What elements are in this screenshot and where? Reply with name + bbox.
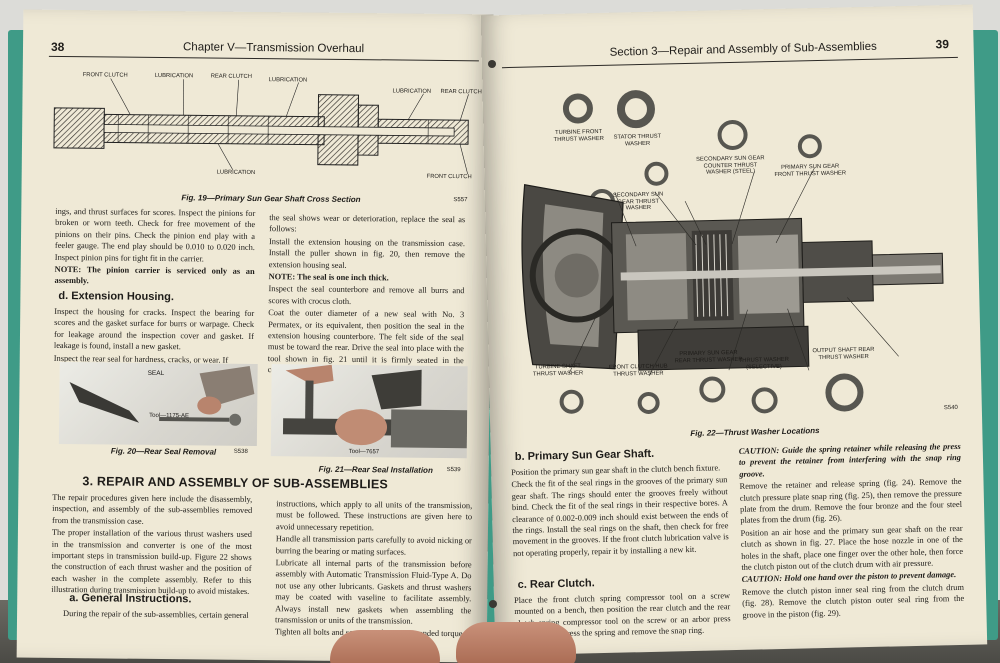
text-column: instructions, which apply to all units o… bbox=[275, 498, 472, 641]
paragraph: the seal shows wear or deterioration, re… bbox=[269, 213, 466, 234]
tool-label: Tool—1175-AE bbox=[149, 412, 190, 420]
running-head: Section 3—Repair and Assembly of Sub-Ass… bbox=[609, 40, 877, 59]
binding-hole bbox=[488, 60, 496, 68]
paragraph: Check the fit of the seal rings in the g… bbox=[511, 475, 729, 558]
washer-label: FRONT CLUTCH HUB THRUST WASHER bbox=[608, 363, 668, 378]
thrust-washer bbox=[825, 373, 864, 412]
text-column: Position the primary sun gear shaft in t… bbox=[511, 462, 729, 560]
section-heading: c. Rear Clutch. bbox=[517, 577, 595, 591]
page-number: 38 bbox=[50, 39, 65, 54]
thrust-washer bbox=[562, 93, 594, 124]
note: NOTE: The pinion carrier is serviced onl… bbox=[54, 264, 255, 286]
paragraph: Lubricate all internal parts of the tran… bbox=[274, 558, 472, 626]
section-heading: a. General Instructions. bbox=[69, 592, 192, 606]
paragraph: The repair procedures given here include… bbox=[52, 492, 253, 526]
paragraph: Inspect the housing for cracks. Inspect … bbox=[53, 306, 255, 352]
paragraph: During the repair of the sub-assemblies,… bbox=[63, 609, 249, 620]
seal-removal-photo bbox=[58, 361, 258, 447]
paragraph: Remove the retainer and release spring (… bbox=[739, 477, 963, 526]
figure-number: S540 bbox=[943, 404, 958, 412]
washer-label: OUTPUT SHAFT REAR THRUST WASHER bbox=[812, 346, 875, 361]
text-column: ings, and thrust surfaces for scores. In… bbox=[54, 206, 256, 290]
seal-label: SEAL bbox=[147, 369, 165, 378]
section-heading: d. Extension Housing. bbox=[58, 289, 174, 304]
caution-note: CAUTION: Guide the spring retainer while… bbox=[738, 441, 962, 479]
tool-label: Tool—7657 bbox=[348, 448, 380, 456]
thrust-washer bbox=[751, 387, 778, 414]
text-column: the seal shows wear or deterioration, re… bbox=[268, 212, 466, 379]
header-rule bbox=[501, 56, 958, 69]
paragraph: Remove the clutch piston inner seal ring… bbox=[741, 582, 965, 620]
figure-caption: Fig. 21—Rear Seal Installation bbox=[318, 464, 433, 475]
callout-lubrication: LUBRICATION bbox=[268, 77, 308, 84]
paragraph: Handle all transmission parts carefully … bbox=[275, 534, 472, 557]
chapter-section-heading: 3. REPAIR AND ASSEMBLY OF SUB-ASSEMBLIES bbox=[82, 474, 389, 492]
figure-number: S538 bbox=[233, 448, 248, 455]
hand bbox=[456, 622, 576, 663]
running-head: Chapter V—Transmission Overhaul bbox=[182, 41, 365, 56]
paragraph: Install the extension housing on the tra… bbox=[268, 236, 466, 270]
figure-caption: Fig. 19—Primary Sun Gear Shaft Cross Sec… bbox=[181, 193, 361, 205]
section-heading: b. Primary Sun Gear Shaft. bbox=[514, 447, 655, 464]
thrust-washer bbox=[559, 389, 584, 414]
text-column: The repair procedures given here include… bbox=[51, 492, 252, 599]
callout-lubrication: LUBRICATION bbox=[216, 169, 256, 176]
callout-rear-clutch: REAR CLUTCH bbox=[210, 73, 252, 80]
figure-caption: Fig. 22—Thrust Washer Locations bbox=[690, 426, 820, 439]
figure-caption: Fig. 20—Rear Seal Removal bbox=[110, 446, 217, 457]
figure-number: S539 bbox=[446, 467, 461, 474]
callout-front-clutch: FRONT CLUTCH bbox=[426, 173, 472, 181]
thrust-washer bbox=[699, 376, 726, 403]
callout-lubrication: LUBRICATION bbox=[154, 72, 194, 80]
washer-label: TURBINE FRONT THRUST WASHER bbox=[553, 128, 604, 143]
washer-label: THRUST WASHER (SELECTIVE) bbox=[738, 356, 790, 371]
paragraph: Inspect the seal counterbore and remove … bbox=[268, 284, 465, 306]
hand bbox=[330, 630, 440, 663]
shaft-cross-section-diagram bbox=[53, 78, 469, 175]
paragraph: ings, and thrust surfaces for scores. In… bbox=[54, 206, 256, 264]
text-column: During the repair of the sub-assemblies,… bbox=[63, 608, 263, 622]
binding-hole bbox=[489, 600, 497, 608]
right-page: Section 3—Repair and Assembly of Sub-Ass… bbox=[480, 4, 988, 656]
paragraph: instructions, which apply to all units o… bbox=[275, 499, 473, 533]
callout-lubrication: LUBRICATION bbox=[392, 88, 432, 95]
paragraph: Position an air hose and the primary sun… bbox=[740, 523, 964, 572]
header-rule bbox=[48, 55, 479, 62]
thrust-washer bbox=[616, 89, 656, 129]
callout-rear-clutch: REAR CLUTCH bbox=[440, 88, 482, 96]
page-number: 39 bbox=[935, 37, 950, 52]
transmission-cutaway-illustration bbox=[521, 167, 944, 377]
left-page: 38 Chapter V—Transmission Overhaul FRONT… bbox=[16, 9, 494, 663]
text-column: CAUTION: Guide the spring retainer while… bbox=[739, 441, 965, 622]
note: NOTE: The seal is one inch thick. bbox=[268, 272, 389, 283]
seal-installation-photo bbox=[270, 364, 468, 459]
washer-label: PRIMARY SUN GEAR REAR THRUST WASHER bbox=[674, 349, 743, 364]
washer-label: STATOR THRUST WASHER bbox=[613, 133, 662, 148]
washer-label: TURBINE SHAFT THRUST WASHER bbox=[532, 363, 584, 378]
figure-number: S557 bbox=[453, 197, 468, 204]
thrust-washer bbox=[717, 119, 748, 151]
thrust-washer bbox=[637, 391, 660, 415]
text-column: Inspect the housing for cracks. Inspect … bbox=[54, 306, 255, 367]
paragraph: The proper installation of the various t… bbox=[51, 528, 252, 597]
callout-front-clutch: FRONT CLUTCH bbox=[82, 72, 128, 79]
thrust-washer bbox=[797, 133, 823, 159]
